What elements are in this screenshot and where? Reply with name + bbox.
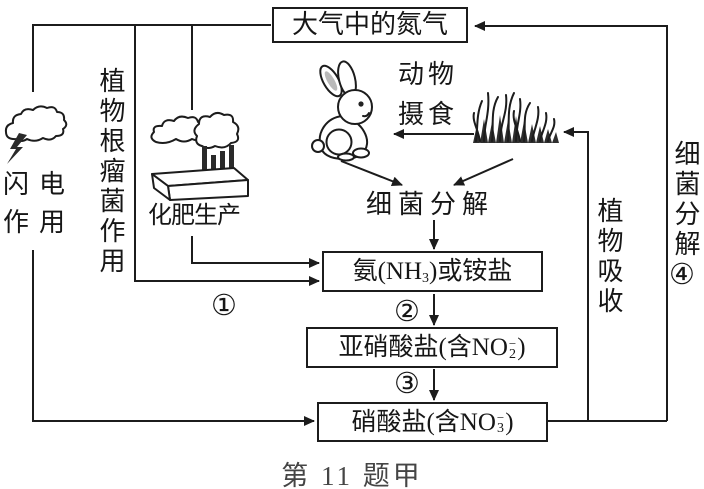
bacteria-decompose-right-label: 细菌分解 <box>671 140 700 260</box>
animal-feeding-line2: 摄食 <box>398 100 459 129</box>
nitrate-ion-notation: −3 <box>496 410 505 436</box>
step-4-badge: ④ <box>669 257 695 291</box>
lightning-label-line1: 闪电 <box>3 170 76 199</box>
nitrate-charge: − <box>496 410 505 425</box>
grass-icon <box>472 92 559 143</box>
rabbit-icon <box>311 60 373 162</box>
animal-feeding-label: 动物 摄食 <box>398 55 458 135</box>
lightning-cloud-icon <box>4 105 68 164</box>
nitrite-charge: − <box>508 335 517 351</box>
lightning-label: 闪电 作用 <box>3 166 75 242</box>
nitrite-subscript: 2 <box>509 346 517 362</box>
step-3-badge: ③ <box>394 366 420 400</box>
ammonia-subscript: 3 <box>422 270 430 286</box>
figure-caption: 第 11 题甲 <box>281 461 423 489</box>
animal-feeding-line1: 动物 <box>398 60 459 89</box>
ammonia-label-post: )或铵盐 <box>429 258 513 285</box>
bacteria-decompose-label: 细菌分解 <box>366 190 495 219</box>
atmosphere-nitrogen-box: 大气中的氮气 <box>272 7 468 43</box>
nitrate-subscript: 3 <box>497 421 505 436</box>
nitrite-ion-notation: −2 <box>508 335 517 362</box>
nitrate-label-pre: 硝酸盐(含NO <box>351 408 496 436</box>
ammonia-label-pre: 氨(NH <box>352 258 423 285</box>
factory-icon <box>150 111 249 201</box>
fertilizer-label: 化肥生产 <box>148 203 241 229</box>
nitrate-label-post: ) <box>505 408 514 436</box>
lightning-label-line2: 作用 <box>3 208 76 237</box>
root-nodule-label: 植物根瘤菌作用 <box>96 67 125 277</box>
step-1-badge: ① <box>211 288 237 322</box>
nitrite-label-pre: 亚硝酸盐(含NO <box>338 334 508 361</box>
plant-absorb-label: 植物吸收 <box>594 197 623 317</box>
nitrite-label-post: ) <box>517 334 526 361</box>
step-2-badge: ② <box>394 294 420 328</box>
atmosphere-nitrogen-label: 大气中的氮气 <box>291 10 448 39</box>
nitrite-box: 亚硝酸盐(含NO−2) <box>306 327 558 368</box>
nitrate-box: 硝酸盐(含NO−3) <box>317 402 548 442</box>
